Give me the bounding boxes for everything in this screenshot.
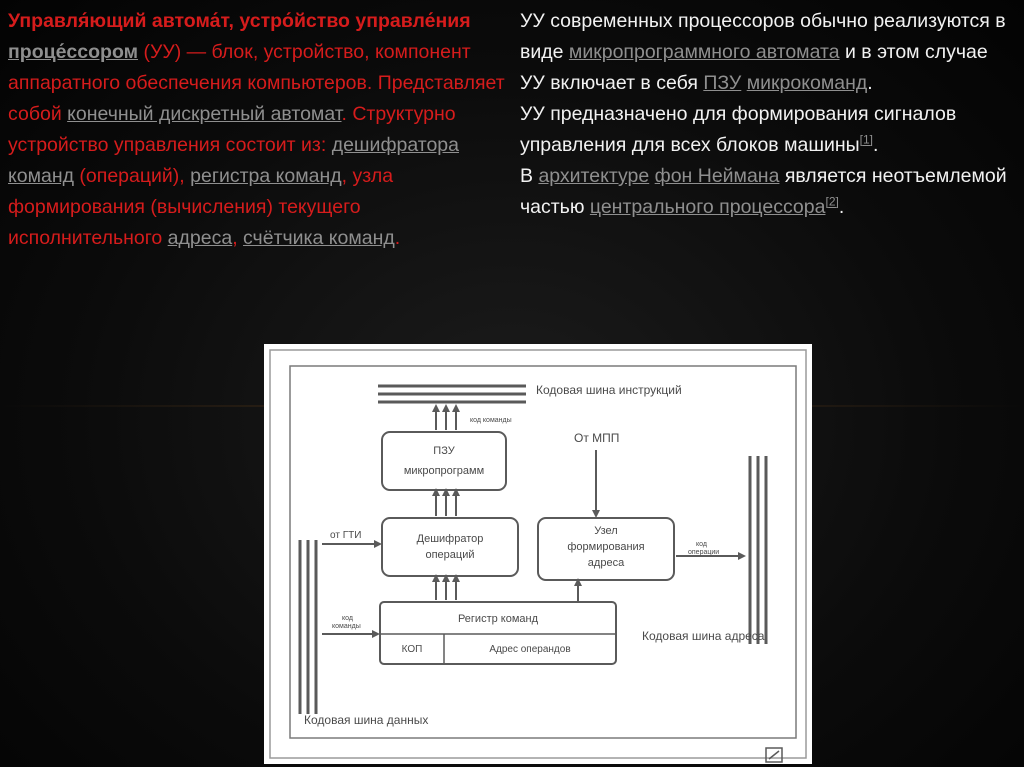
footnote-ref-1[interactable]: [1] [859, 132, 874, 147]
op-code-label: код [696, 541, 707, 548]
address-node-box [537, 517, 675, 581]
control-unit-diagram: Кодовая шина инструкций код команды ПЗУ … [264, 344, 812, 764]
operand-address-label: Адрес операндов [489, 644, 570, 655]
link-address[interactable]: адреса [167, 227, 233, 249]
from-gti-label: от ГТИ [330, 530, 361, 541]
diagram-inner-frame [289, 365, 797, 739]
left-text-column: Управля́ющий автома́т, устро́йство управ… [8, 10, 505, 249]
diagram-outer-frame [269, 349, 807, 759]
decoder-box [381, 517, 519, 577]
link-program-counter[interactable]: счётчика команд [243, 227, 395, 249]
kop-label: КОП [402, 644, 423, 655]
link-microprogram-automaton[interactable]: микропрограммного автомата [568, 41, 840, 63]
instruction-bus [378, 384, 526, 404]
from-mpp-label: От МПП [574, 431, 619, 445]
corner-glyph [765, 747, 783, 763]
register-label: Регистр команд [458, 613, 539, 625]
data-bus-label: Кодовая шина данных [304, 713, 428, 727]
cmd-code-label: код [342, 615, 353, 622]
link-von-neumann[interactable]: фон Неймана [654, 165, 780, 187]
rom-label: ПЗУ [433, 445, 455, 457]
rom-to-bus-arrows [435, 410, 457, 430]
cmd-code-label-2: команды [332, 623, 361, 630]
footnote-ref-2[interactable]: [2] [825, 194, 839, 209]
decoder-to-rom-arrows [435, 494, 457, 516]
register-box [379, 601, 617, 665]
definition-term: Управля́ющий автома́т, устро́йство управ… [8, 10, 471, 32]
address-bus-label: Кодовая шина адреса [642, 629, 765, 643]
instruction-bus-label: Кодовая шина инструкций [536, 383, 682, 397]
link-decoder[interactable]: дешифратора команд [8, 134, 459, 187]
diagram-svg: Кодовая шина инструкций код команды ПЗУ … [269, 349, 807, 763]
op-code-label-2: операции [688, 549, 719, 556]
rom-label-2: микропрограмм [404, 465, 484, 477]
link-cpu[interactable]: центрального процессора [589, 196, 826, 218]
address-node-label-3: адреса [588, 557, 625, 569]
link-rom[interactable]: ПЗУ [703, 72, 742, 94]
rom-box [381, 431, 507, 491]
address-node-label-2: формирования [567, 541, 644, 553]
link-instruction-register[interactable]: регистра команд [190, 165, 342, 187]
link-architecture[interactable]: архитектуре [538, 165, 650, 187]
address-bus [748, 456, 768, 644]
link-microcommands[interactable]: микрокоманд [746, 72, 868, 94]
decoder-label-2: операций [425, 549, 474, 561]
right-text-column: УУ современных процессоров обычно реализ… [520, 10, 1007, 218]
register-to-decoder-arrows [435, 580, 457, 600]
rom-code-label: код команды [470, 417, 512, 424]
address-node-label: Узел [594, 525, 617, 537]
link-processor[interactable]: проце́ссором [8, 41, 139, 63]
data-bus [298, 540, 318, 714]
decoder-label: Дешифратор [417, 533, 484, 545]
link-finite-automaton[interactable]: конечный дискретный автомат [67, 103, 342, 125]
